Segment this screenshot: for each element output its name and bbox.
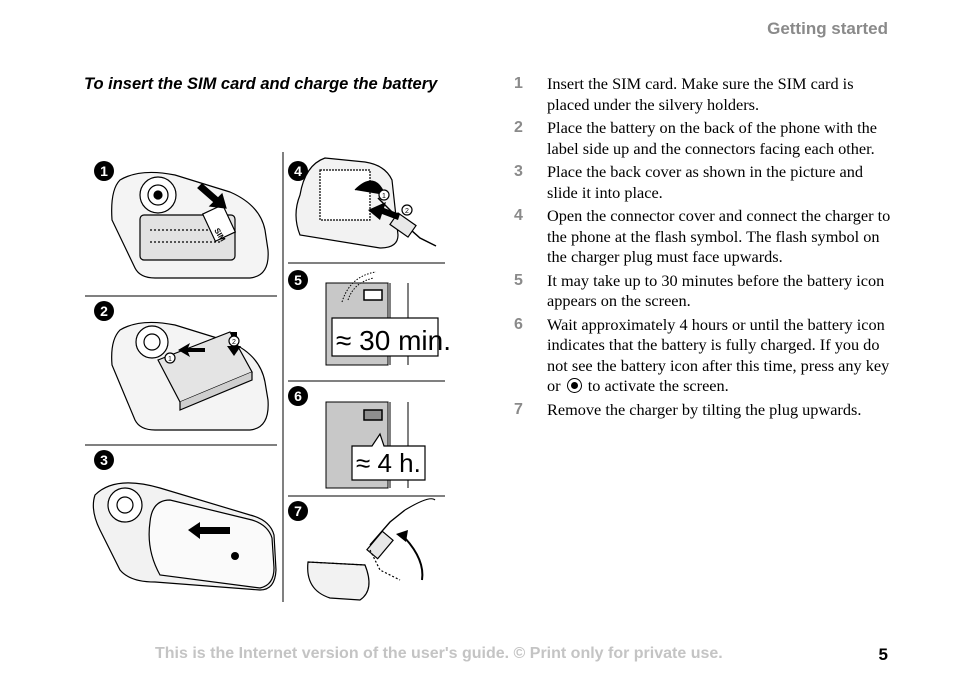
svg-text:5: 5 — [294, 272, 302, 288]
step-7: 7 Remove the charger by tilting the plug… — [514, 400, 894, 421]
svg-text:4: 4 — [294, 163, 302, 179]
step-6: 6 Wait approximately 4 hours or until th… — [514, 315, 894, 397]
step-number: 4 — [514, 207, 523, 224]
panel-badge-6: 6 — [288, 386, 308, 406]
svg-text:6: 6 — [294, 388, 302, 404]
page-number: 5 — [878, 645, 888, 664]
step-4: 4 Open the connector cover and connect t… — [514, 206, 894, 268]
svg-text:2: 2 — [405, 208, 409, 215]
svg-text:7: 7 — [294, 503, 302, 519]
step-2: 2 Place the battery on the back of the p… — [514, 118, 894, 159]
step-1: 1 Insert the SIM card. Make sure the SIM… — [514, 74, 894, 115]
svg-text:1: 1 — [100, 163, 108, 179]
phone-battery-illustration: 1 2 — [111, 321, 269, 431]
svg-text:2: 2 — [232, 339, 236, 346]
step-number: 3 — [514, 163, 523, 180]
charger-connect-illustration: 1 2 — [295, 157, 437, 249]
step-text-before: Wait approximately 4 hours or until the … — [547, 314, 890, 396]
panel-badge-4: 4 — [288, 161, 308, 181]
panel-badge-2: 2 — [94, 301, 114, 321]
panel-badge-7: 7 — [288, 501, 308, 521]
time-4h-label: ≈ 4 h. — [356, 448, 421, 478]
panel-badge-1: 1 — [94, 161, 114, 181]
illustration-panels: 1 2 3 4 5 6 7 — [80, 150, 450, 605]
step-5: 5 It may take up to 30 minutes before th… — [514, 271, 894, 312]
navigation-key-icon — [566, 378, 582, 393]
step-text: It may take up to 30 minutes before the … — [547, 270, 885, 311]
panel-badge-3: 3 — [94, 450, 114, 470]
step-text-after: to activate the screen. — [587, 376, 729, 395]
step-number: 5 — [514, 271, 523, 289]
step-text: Remove the charger by tilting the plug u… — [547, 399, 862, 419]
step-number: 7 — [514, 400, 523, 418]
phone-cover-illustration — [92, 482, 277, 591]
step-number: 1 — [514, 75, 523, 92]
step-number: 6 — [514, 315, 523, 333]
svg-text:1: 1 — [382, 193, 386, 200]
screen-4h-illustration: ≈ 4 h. — [325, 401, 426, 489]
running-header: Getting started — [767, 19, 888, 38]
step-number: 2 — [514, 119, 523, 136]
section-title: To insert the SIM card and charge the ba… — [84, 75, 438, 93]
step-3: 3 Place the back cover as shown in the p… — [514, 162, 894, 203]
step-text: Open the connector cover and connect the… — [547, 206, 891, 266]
step-text: Place the back cover as shown in the pic… — [547, 162, 864, 202]
instruction-steps: 1 Insert the SIM card. Make sure the SIM… — [514, 74, 894, 423]
svg-text:3: 3 — [100, 452, 108, 468]
svg-text:2: 2 — [100, 303, 108, 319]
panel-badge-5: 5 — [288, 270, 308, 290]
charger-remove-illustration — [307, 498, 436, 601]
footer-notice: This is the Internet version of the user… — [155, 645, 723, 662]
svg-text:1: 1 — [168, 356, 172, 363]
screen-30min-illustration: ≈ 30 min. — [325, 271, 450, 366]
phone-sim-illustration: SIM — [111, 171, 269, 279]
time-30min-label: ≈ 30 min. — [336, 325, 450, 356]
step-text: Insert the SIM card. Make sure the SIM c… — [547, 74, 854, 114]
step-text: Wait approximately 4 hours or until the … — [547, 315, 894, 397]
step-text: Place the battery on the back of the pho… — [547, 118, 878, 158]
